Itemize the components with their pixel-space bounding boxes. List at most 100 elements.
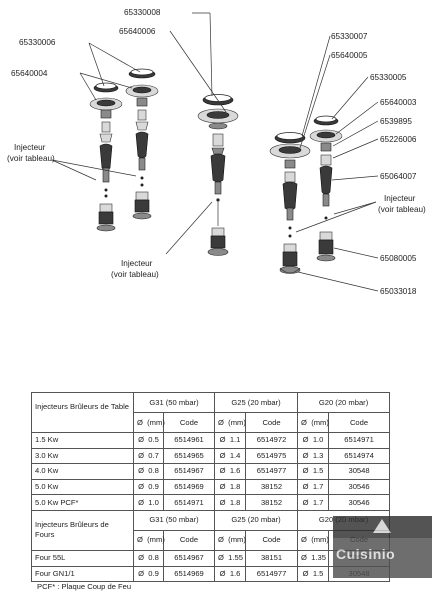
- diameter-cell: Ø 1.6: [214, 565, 247, 583]
- diameter-cell: Ø 1.5: [297, 463, 330, 480]
- power-rating-cell: 3.0 Kw: [31, 447, 134, 465]
- diameter-icon: Ø: [218, 553, 224, 563]
- diameter-value: 0.9: [148, 568, 159, 578]
- code-header: Code: [162, 412, 216, 433]
- power-rating-cell: 5.0 Kw: [31, 478, 134, 496]
- code-header: Code: [162, 529, 216, 551]
- diameter-icon: Ø: [219, 482, 226, 492]
- brand-watermark-logo: Cuisinio: [333, 516, 432, 578]
- label-65330008: 65330008: [124, 8, 161, 17]
- table-section-label: Injecteurs Brûleurs de Fours: [31, 509, 134, 551]
- diameter-icon: Ø: [302, 466, 309, 476]
- mm-unit: (mm): [311, 535, 329, 545]
- diameter-icon: Ø: [302, 450, 309, 460]
- diameter-icon: Ø: [138, 553, 145, 563]
- diameter-icon: Ø: [302, 482, 309, 492]
- diameter-value: 1.55: [228, 553, 243, 563]
- diameter-cell: Ø 1.7: [297, 494, 330, 511]
- diameter-cell: Ø 1.8: [214, 494, 247, 511]
- burner-assembly-left: [89, 82, 123, 232]
- power-rating-cell: Four GN1/1: [31, 565, 134, 583]
- diameter-icon: Ø: [137, 417, 143, 427]
- injecteur-label-left: Injecteur: [14, 143, 46, 152]
- mm-unit: (mm): [147, 535, 165, 545]
- power-rating-cell: Four 55L: [31, 549, 134, 567]
- burner-assembly-far-right: [309, 115, 343, 262]
- diameter-cell: Ø 1.0: [297, 432, 330, 449]
- diameter-value: 1.0: [312, 435, 324, 445]
- diameter-value: 1.7: [312, 497, 324, 507]
- exploded-parts-diagram: 65330008 65640006 65330006 65640004 6533…: [7, 8, 426, 296]
- diameter-cell: Ø 1.5: [297, 565, 330, 583]
- diameter-icon: Ø: [302, 435, 309, 445]
- diameter-icon: Ø: [138, 482, 145, 492]
- diameter-value: 1.5: [312, 466, 324, 476]
- code-cell: 38152: [245, 494, 299, 511]
- diameter-value: 1.4: [229, 450, 241, 460]
- injecteur-sub-left: (voir tableau): [7, 154, 55, 163]
- code-cell: 6514967: [162, 549, 216, 567]
- diameter-value: 1.6: [229, 466, 241, 476]
- diameter-value: 1.7: [312, 482, 324, 492]
- injecteur-label-right: Injecteur: [384, 194, 416, 203]
- gas-group-header: G25 (20 mbar): [214, 392, 299, 413]
- power-rating-cell: 4.0 Kw: [31, 463, 134, 480]
- logo-mark-icon: [373, 519, 391, 533]
- code-cell: 6514972: [245, 432, 299, 449]
- label-65640005: 65640005: [331, 51, 368, 60]
- diameter-value: 1.8: [229, 482, 241, 492]
- code-cell: 6514974: [328, 447, 391, 465]
- diameter-cell: Ø 0.8: [133, 463, 164, 480]
- code-cell: 6514975: [245, 447, 299, 465]
- diameter-value: 0.5: [148, 435, 159, 445]
- diameter-icon: Ø: [301, 553, 307, 563]
- mm-unit: (mm): [311, 417, 329, 427]
- diameter-cell: Ø 1.3: [297, 447, 330, 465]
- code-header: Code: [245, 529, 299, 551]
- diameter-cell: Ø 1.6: [214, 463, 247, 480]
- diameter-cell: Ø 0.7: [133, 447, 164, 465]
- diameter-mm-header: Ø (mm): [133, 529, 165, 551]
- code-cell: 38151: [245, 549, 299, 567]
- code-cell: 6514967: [162, 463, 216, 480]
- label-65064007: 65064007: [380, 172, 417, 181]
- code-cell: 30546: [328, 478, 391, 496]
- diameter-cell: Ø 1.4: [214, 447, 247, 465]
- burner-assembly-left-2: [125, 68, 159, 220]
- diameter-icon: Ø: [138, 450, 145, 460]
- diameter-value: 1.1: [229, 435, 241, 445]
- diameter-icon: Ø: [138, 568, 145, 578]
- diameter-icon: Ø: [302, 497, 309, 507]
- burner-assembly-center: [197, 94, 239, 256]
- logo-wordmark: Cuisinio: [336, 546, 396, 562]
- diameter-icon: Ø: [302, 568, 309, 578]
- diameter-value: 1.5: [312, 568, 324, 578]
- label-65330007: 65330007: [331, 32, 368, 41]
- diameter-mm-header: Ø (mm): [133, 412, 165, 433]
- code-cell: 38152: [245, 478, 299, 496]
- diameter-cell: Ø 1.0: [133, 494, 164, 511]
- code-cell: 6514977: [245, 463, 299, 480]
- diameter-icon: Ø: [218, 417, 224, 427]
- label-65330006: 65330006: [19, 38, 56, 47]
- label-65226006: 65226006: [380, 135, 417, 144]
- code-header: Code: [245, 412, 299, 433]
- label-65640003: 65640003: [380, 98, 417, 107]
- mm-unit: (mm): [147, 417, 165, 427]
- footnote: PCF* : Plaque Coup de Feu: [37, 582, 132, 591]
- injecteur-label-center: Injecteur: [121, 259, 153, 268]
- code-cell: 6514971: [162, 494, 216, 511]
- code-cell: 6514969: [162, 478, 216, 496]
- label-65033018: 65033018: [380, 287, 417, 296]
- diameter-icon: Ø: [219, 497, 226, 507]
- diameter-icon: Ø: [137, 535, 143, 545]
- diameter-value: 1.35: [311, 553, 326, 563]
- diameter-cell: Ø 0.5: [133, 432, 164, 449]
- gas-group-header: G25 (20 mbar): [214, 509, 299, 531]
- injecteur-sub-center: (voir tableau): [111, 270, 159, 279]
